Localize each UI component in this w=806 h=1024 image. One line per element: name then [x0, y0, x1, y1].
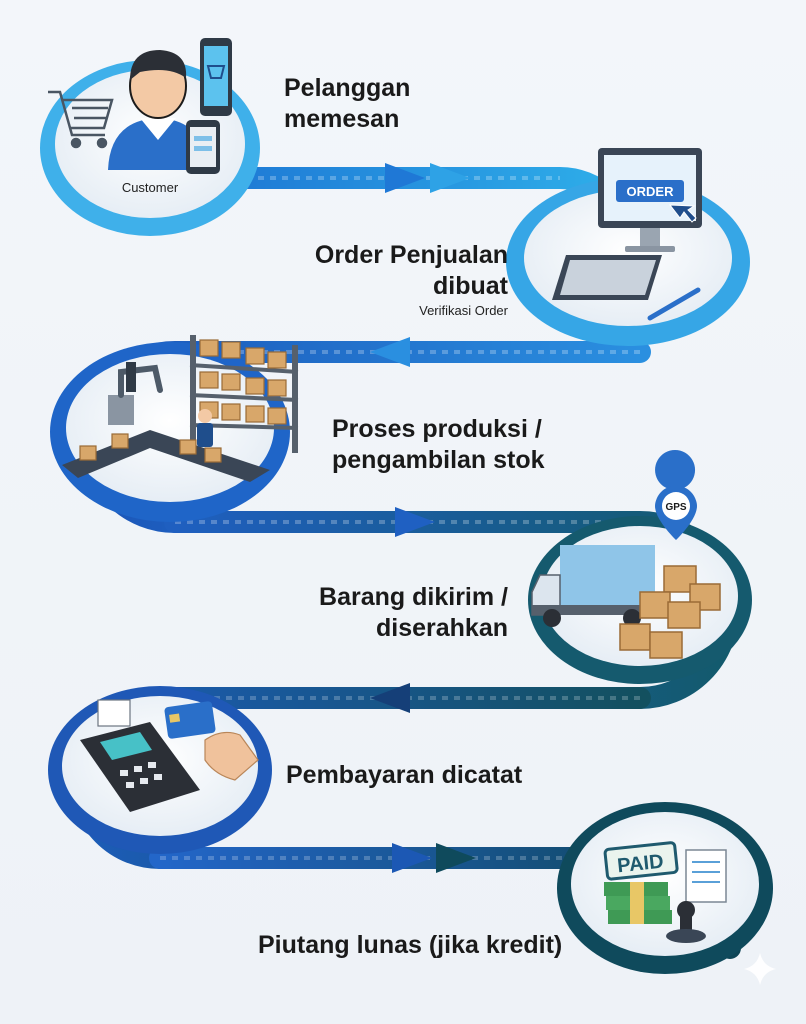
- robot-arm-icon: [108, 362, 163, 425]
- boxes-stack-icon: [619, 565, 721, 659]
- sparkle-icon: [744, 953, 776, 985]
- step-1-customer-node: [40, 38, 260, 236]
- keyboard-icon: [552, 255, 662, 300]
- step-1-sub-label: Customer: [122, 180, 179, 195]
- paid-stamp-text: PAID: [616, 851, 664, 878]
- step-2-order-node: ORDER: [506, 148, 750, 346]
- computer-monitor-icon: [598, 148, 702, 252]
- arrow-right-1a: [385, 163, 425, 193]
- smartphone-icon: [186, 120, 220, 174]
- step-6-paid-node: PAID: [557, 802, 773, 974]
- paid-stamp-icon: [603, 841, 679, 881]
- gps-pin-icon: [655, 450, 697, 540]
- order-screen-text: ORDER: [627, 184, 675, 199]
- step-3-production-node: [50, 335, 299, 522]
- worker-icon: [197, 409, 213, 447]
- step-3-label: Proses produksi / pengambilan stok: [332, 415, 545, 474]
- step-2-sub-label: Verifikasi Order: [419, 303, 509, 318]
- gps-pin-text: GPS: [665, 502, 686, 513]
- card-terminal-icon: [80, 699, 200, 812]
- warehouse-shelf-icon: [189, 335, 299, 453]
- arrow-right-3: [395, 507, 435, 537]
- step-2-label: Order Penjualan dibuat: [314, 241, 508, 300]
- pen-icon: [647, 287, 701, 321]
- step-5-payment-node: [48, 686, 272, 854]
- shopping-cart-icon: [48, 90, 114, 149]
- step-4-delivery-node: GPS: [528, 450, 752, 684]
- step-4-label: Barang dikirim / diserahkan: [319, 583, 508, 642]
- arrow-left-4: [370, 683, 410, 713]
- conveyor-belt-icon: [62, 430, 270, 482]
- step-6-label: Piutang lunas (jika kredit): [258, 931, 563, 959]
- arrow-right-5b: [436, 843, 476, 873]
- arrow-right-5a: [392, 843, 432, 873]
- delivery-truck-icon: [531, 545, 657, 627]
- arrow-right-1b: [430, 163, 470, 193]
- cash-stack-icon: [604, 882, 672, 924]
- step-5-label: Pembayaran dicatat: [286, 761, 523, 789]
- rubber-stamp-icon: [666, 901, 706, 943]
- step-1-label: Pelanggan memesan: [284, 74, 411, 133]
- customer-avatar-icon: [108, 50, 208, 170]
- smartphone-cart-icon: [200, 38, 232, 116]
- invoice-document-icon: [685, 849, 727, 903]
- credit-card-hand-icon: [164, 701, 259, 781]
- arrow-left-2: [370, 337, 410, 367]
